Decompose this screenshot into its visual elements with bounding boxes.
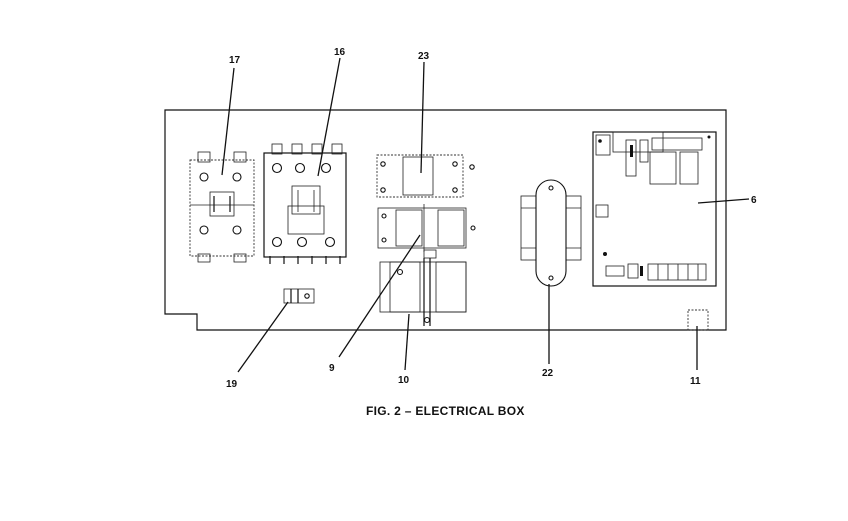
leader-10 xyxy=(404,313,410,371)
leader-6 xyxy=(697,198,750,204)
callout-17: 17 xyxy=(229,55,241,66)
figure-caption: FIG. 2 – ELECTRICAL BOX xyxy=(366,404,525,418)
callout-22: 22 xyxy=(542,368,554,379)
callout-6: 6 xyxy=(751,195,757,206)
panel-outline xyxy=(164,109,727,331)
callout-23: 23 xyxy=(418,51,430,62)
leader-9 xyxy=(338,234,421,358)
relay-9 xyxy=(377,204,476,259)
callout-11: 11 xyxy=(690,376,701,387)
terminal-19 xyxy=(283,288,315,304)
contactor-17 xyxy=(189,151,255,263)
capacitor-22 xyxy=(520,179,582,287)
leader-23 xyxy=(420,61,425,174)
contactor-16 xyxy=(263,143,347,264)
callout-10: 10 xyxy=(398,375,410,386)
leader-19 xyxy=(237,301,289,373)
control-board-6 xyxy=(592,131,717,287)
leader-17 xyxy=(221,67,235,176)
callout-9: 9 xyxy=(329,363,335,374)
relay-23 xyxy=(376,154,475,198)
component-11 xyxy=(687,309,709,331)
component-10 xyxy=(379,258,467,326)
leader-16 xyxy=(317,57,341,177)
callout-19: 19 xyxy=(226,379,238,390)
callout-16: 16 xyxy=(334,47,346,58)
